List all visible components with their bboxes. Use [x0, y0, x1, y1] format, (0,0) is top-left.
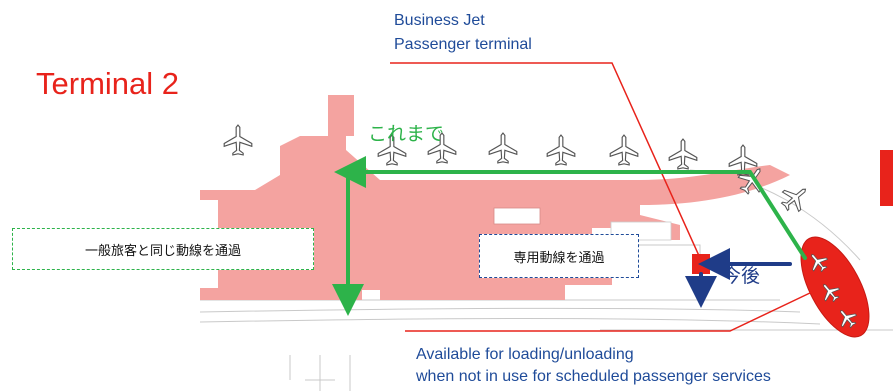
apron-availability-note: Available for loading/unloading when not…	[416, 344, 771, 388]
apron-note-line2: when not in use for scheduled passenger …	[416, 368, 771, 385]
route-before	[332, 156, 807, 316]
route-before-label: これまで	[368, 124, 445, 145]
apron-note-line1: Available for loading/unloading	[416, 346, 634, 363]
dedicated-route-box: 専用動線を通過	[479, 234, 639, 278]
bizjet-terminal-line2: Passenger terminal	[394, 36, 532, 53]
route-after-label: 今後	[722, 266, 761, 287]
bizjet-apron	[800, 236, 870, 338]
callout-lines	[390, 62, 813, 332]
edge-marker	[880, 150, 893, 206]
bizjet-terminal-label: Business Jet Passenger terminal	[394, 9, 532, 57]
bizjet-terminal-marker	[692, 254, 710, 274]
general-route-text: 一般旅客と同じ動線を通過	[84, 242, 241, 258]
bizjet-terminal-line1: Business Jet	[394, 12, 485, 29]
general-route-box: 一般旅客と同じ動線を通過	[12, 228, 314, 270]
dedicated-route-text: 専用動線を通過	[513, 249, 605, 265]
route-after	[685, 248, 792, 308]
terminal-title: Terminal 2	[36, 66, 179, 101]
